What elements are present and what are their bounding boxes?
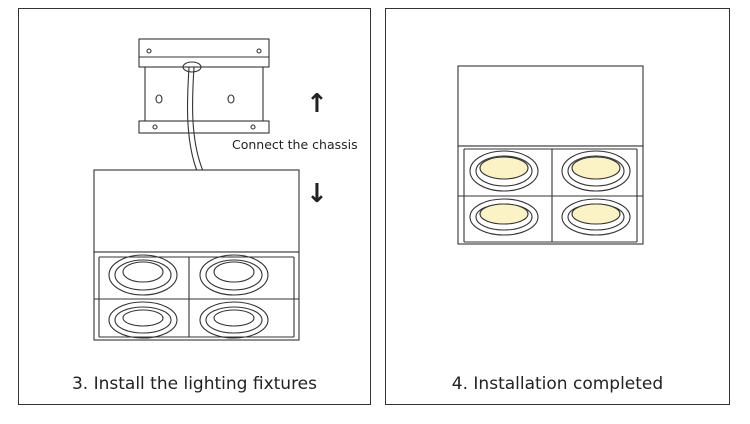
- step-4-panel: 4. Installation completed: [385, 8, 730, 405]
- arrow-down-icon: ↓: [306, 179, 328, 209]
- step-4-illustration: [457, 65, 644, 245]
- step-3-caption: 3. Install the lighting fixtures: [71, 374, 317, 394]
- arrow-up-icon: ↑: [306, 89, 328, 119]
- light-fixture-body: [93, 169, 300, 341]
- step-3-illustration: [93, 38, 300, 341]
- step-3-panel: ↑ Connect the chassis ↓ 3. Install the l…: [18, 8, 371, 405]
- chassis-bracket: [138, 38, 270, 134]
- connect-chassis-note: Connect the chassis: [232, 137, 358, 152]
- lit-lenses: [469, 150, 631, 236]
- fixture-lenses: [108, 254, 269, 339]
- step-4-caption: 4. Installation completed: [451, 374, 664, 394]
- power-cable: [186, 66, 204, 172]
